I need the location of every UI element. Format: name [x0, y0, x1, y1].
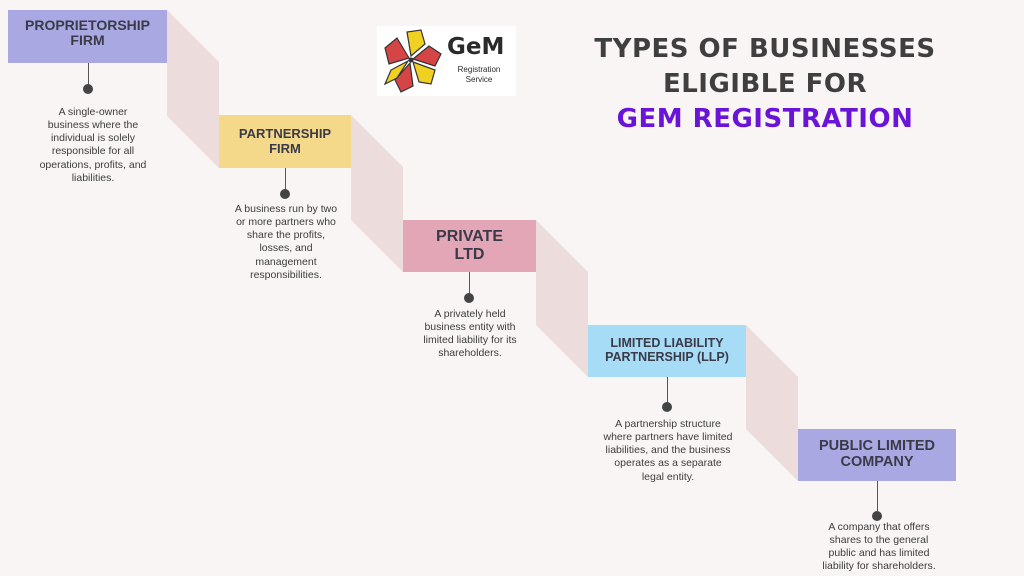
- gem-logo: GeM Registration Service: [377, 26, 516, 96]
- step-box-llp: LIMITED LIABILITY PARTNERSHIP (LLP): [588, 325, 746, 377]
- step-dot: [83, 84, 93, 94]
- step-dot: [464, 293, 474, 303]
- step-box-private-ltd: PRIVATE LTD: [403, 220, 536, 272]
- step-stem: [877, 481, 878, 511]
- logo-subtitle: Registration Service: [447, 65, 511, 84]
- step-box-public-limited: PUBLIC LIMITED COMPANY: [798, 429, 956, 481]
- gem-emblem-icon: [383, 29, 442, 93]
- ribbon-1: [167, 10, 219, 168]
- step-description: A single-owner business where the indivi…: [39, 106, 147, 184]
- step-label: PRIVATE LTD: [436, 228, 503, 263]
- logo-subtitle-line: Service: [465, 74, 493, 84]
- page-title: TYPES OF BUSINESSES ELIGIBLE FOR GEM REG…: [570, 32, 960, 137]
- step-box-proprietorship: PROPRIETORSHIP FIRM: [8, 10, 167, 63]
- logo-subtitle-line: Registration: [457, 65, 501, 74]
- step-description: A company that offers shares to the gene…: [822, 521, 936, 573]
- step-stem: [667, 377, 668, 403]
- title-line-2: ELIGIBLE FOR: [662, 69, 868, 100]
- step-stem: [88, 63, 89, 85]
- title-line-3: GEM REGISTRATION: [616, 104, 914, 135]
- step-description: A business run by two or more partners w…: [234, 203, 338, 281]
- step-label: PROPRIETORSHIP FIRM: [25, 17, 150, 49]
- step-box-partnership: PARTNERSHIP FIRM: [219, 115, 351, 168]
- step-dot: [872, 511, 882, 521]
- ribbon-4: [746, 325, 798, 481]
- step-dot: [662, 402, 672, 412]
- step-label: PUBLIC LIMITED COMPANY: [819, 438, 935, 470]
- ribbon-3: [536, 220, 588, 377]
- step-dot: [280, 189, 290, 199]
- step-stem: [469, 272, 470, 294]
- step-label: PARTNERSHIP FIRM: [238, 126, 332, 156]
- step-stem: [285, 168, 286, 190]
- step-description: A privately held business entity with li…: [423, 308, 517, 360]
- logo-wordmark: GeM: [447, 34, 505, 60]
- title-line-1: TYPES OF BUSINESSES: [594, 34, 936, 64]
- ribbon-2: [351, 115, 403, 272]
- step-label: LIMITED LIABILITY PARTNERSHIP (LLP): [605, 336, 729, 364]
- step-description: A partnership structure where partners h…: [603, 418, 733, 483]
